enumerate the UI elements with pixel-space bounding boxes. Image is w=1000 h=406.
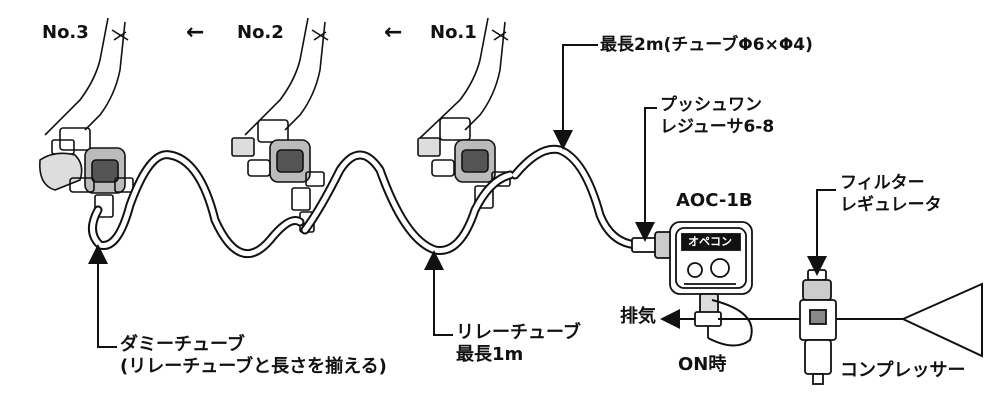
flow-direction-arrow-icon: ← <box>384 20 403 45</box>
filter-regulator-label-line1: フィルター <box>840 173 925 193</box>
station-label-no1: No.1 <box>430 22 477 43</box>
filter-regulator-unit <box>799 269 837 385</box>
compressor-label: コンプレッサー <box>840 360 966 381</box>
push-one-reducer-label-line2: レジューサ6-8 <box>660 117 775 137</box>
relay-tube-label-line2: 最長1m <box>456 344 524 365</box>
compressor-symbol <box>900 282 983 358</box>
aoc-1b-device <box>631 221 753 338</box>
callout-leaders <box>88 44 836 348</box>
device-model-label: AOC-1B <box>676 190 753 211</box>
station-no2-machine <box>231 17 329 233</box>
exhaust-label: 排気 <box>620 306 656 327</box>
station-no1-machine <box>417 17 511 209</box>
tube-length-label: 最長2m(チューブΦ6×Φ4) <box>600 35 813 55</box>
device-faceplate-brand: オペコン <box>688 235 732 248</box>
relay-tube-label-line1: リレーチューブ <box>456 322 581 343</box>
filter-regulator-label-line2: レギュレータ <box>840 195 942 215</box>
station-no3-machine <box>38 17 134 218</box>
relay-tubing <box>88 144 645 259</box>
exhaust-flow-arc <box>707 299 753 347</box>
station-label-no3: No.3 <box>42 22 89 43</box>
exhaust-on-label: ON時 <box>678 354 727 375</box>
station-label-no2: No.2 <box>237 22 284 43</box>
flow-direction-arrow-icon: ← <box>186 20 205 45</box>
dummy-tube-label-line2: (リレーチューブと長さを揃える) <box>120 356 387 377</box>
dummy-tube-label-line1: ダミーチューブ <box>120 334 245 355</box>
push-one-reducer-label-line1: プッシュワン <box>660 95 762 115</box>
